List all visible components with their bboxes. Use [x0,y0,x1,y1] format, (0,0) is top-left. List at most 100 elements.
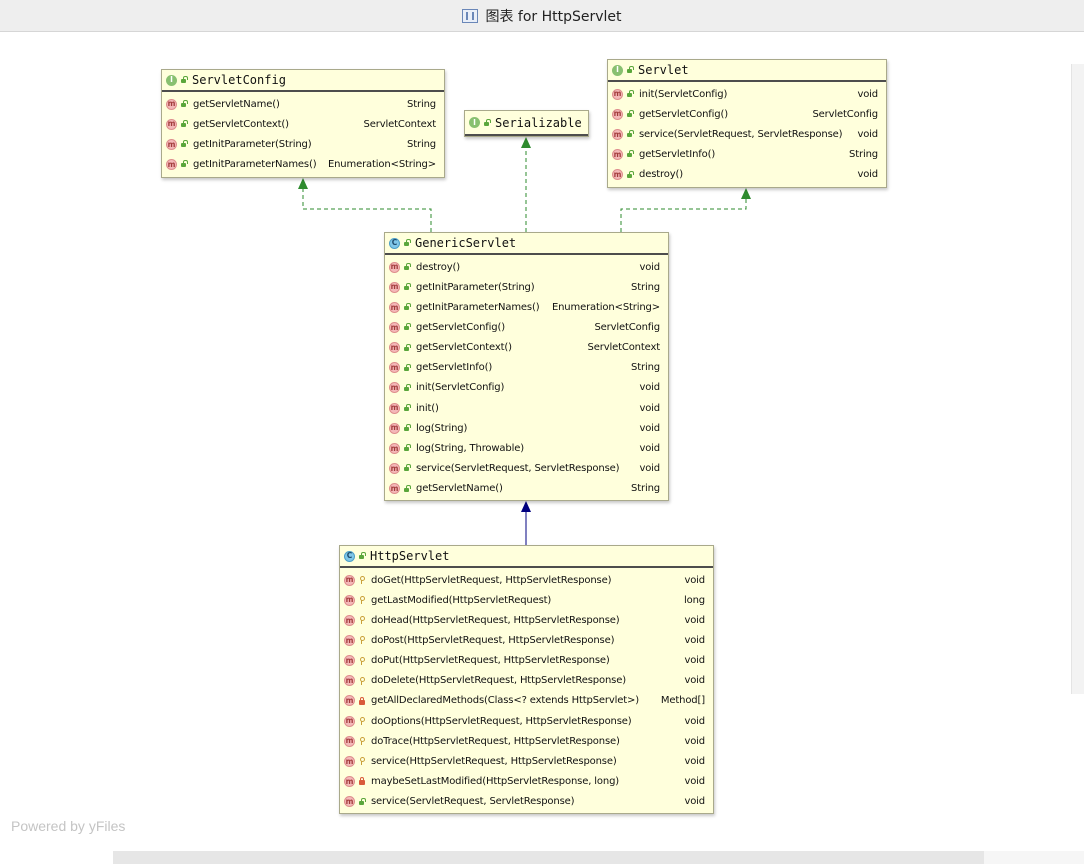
method-signature: getInitParameter(String) [416,281,535,293]
method-signature: getServletContext() [193,118,289,130]
return-type: Method[] [660,695,705,707]
private-icon [358,777,366,786]
method-signature: doOptions(HttpServletRequest, HttpServle… [371,715,632,727]
method-icon: m [389,301,400,313]
public-icon [403,303,411,311]
method-row[interactable]: m doHead(HttpServletRequest, HttpServletR… [340,610,713,630]
node-name: Serializable [495,115,582,130]
method-signature: doHead(HttpServletRequest, HttpServletRe… [371,614,620,626]
public-icon [403,263,411,271]
return-type: void [639,402,660,414]
public-icon [403,283,411,291]
node-name: Servlet [638,63,689,77]
node-header: C HttpServlet [340,546,713,568]
public-icon [626,150,634,158]
class-icon: C [389,237,400,249]
method-icon: m [344,614,355,626]
return-type: void [684,574,705,586]
public-icon [626,170,634,179]
vertical-scrollbar[interactable] [1071,64,1084,694]
method-row[interactable]: m doOptions(HttpServletRequest, HttpServl… [340,711,713,731]
method-signature: service(ServletRequest, ServletResponse) [639,128,843,140]
method-icon: m [344,695,355,707]
node-header: I Servlet [608,60,886,82]
public-icon [403,363,411,372]
return-type: String [631,281,660,293]
public-icon [403,383,411,392]
method-icon: m [166,118,177,130]
method-icon: m [344,735,355,747]
method-row[interactable]: m service(ServletRequest, ServletResponse… [608,124,886,144]
method-icon: m [344,574,355,586]
method-signature: doDelete(HttpServletRequest, HttpServlet… [371,675,626,687]
public-icon [180,140,188,148]
return-type: void [684,634,705,646]
method-icon: m [389,422,400,434]
interface-icon: I [166,74,177,86]
return-type: void [684,735,705,747]
protected-icon [358,576,366,585]
protected-icon [358,656,366,665]
return-type: String [631,483,660,495]
method-icon: m [612,169,623,181]
method-icon: m [612,128,623,140]
method-icon: m [344,715,355,727]
method-signature: getServletConfig() [416,321,505,333]
return-type: String [407,138,436,150]
method-signature: init(ServletConfig) [639,88,728,100]
method-icon: m [389,462,400,474]
public-icon [626,130,634,138]
method-signature: init() [416,402,439,414]
method-signature: getServletName() [416,483,503,495]
return-type: void [857,88,878,100]
method-signature: getInitParameterNames() [193,158,317,170]
method-icon: m [344,594,355,606]
class-icon: C [344,550,355,562]
interface-icon: I [612,64,623,76]
method-icon: m [612,88,623,100]
public-icon [180,160,188,168]
return-type: void [684,675,705,687]
window-titlebar: 图表 for HttpServlet [0,0,1084,32]
method-signature: log(String) [416,422,468,434]
method-row[interactable]: m init(ServletConfig) void [608,84,886,104]
node-serializable[interactable]: I Serializable [464,110,589,137]
return-type: void [684,715,705,727]
horizontal-scrollbar[interactable] [113,851,984,864]
return-type: void [684,775,705,787]
